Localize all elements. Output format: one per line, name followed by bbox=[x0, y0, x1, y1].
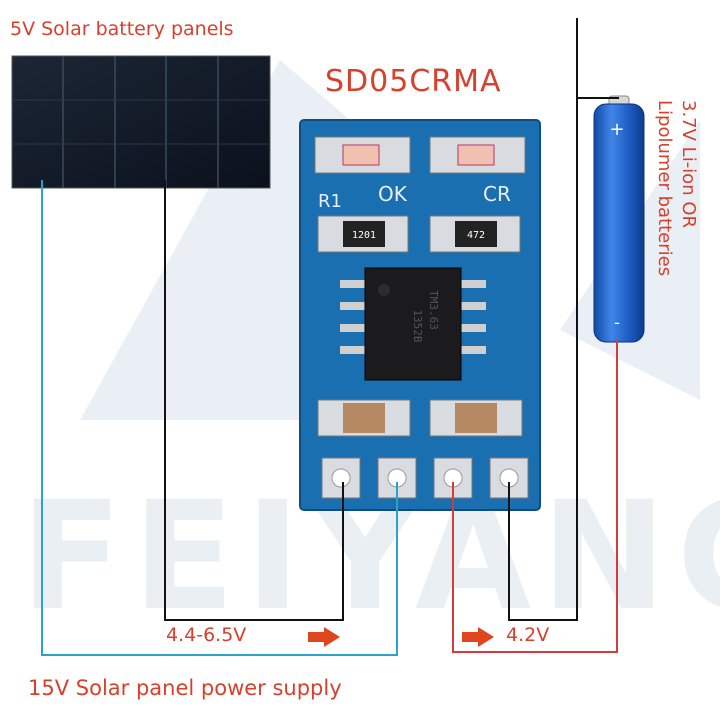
power-supply-label: 15V Solar panel power supply bbox=[28, 676, 342, 700]
arrow-input-icon bbox=[308, 627, 340, 647]
capacitor-right bbox=[429, 399, 523, 437]
resistor-472-code: 472 bbox=[467, 230, 485, 241]
module-name-label: SD05CRMA bbox=[325, 64, 502, 99]
input-voltage-label: 4.4-6.5V bbox=[166, 624, 247, 646]
chip-marking-1: TM3.63 bbox=[427, 290, 440, 330]
battery-label-line2: Lipolumer batteries bbox=[654, 100, 675, 277]
led-cr bbox=[429, 136, 526, 174]
wire-panel-positive bbox=[41, 180, 398, 656]
output-voltage-label: 4.2V bbox=[506, 624, 550, 646]
ic-chip: TM3.63 1352B bbox=[340, 267, 486, 381]
solar-panel bbox=[11, 55, 271, 189]
led-ok-label: OK bbox=[378, 182, 408, 206]
wire-battery-negative bbox=[452, 340, 618, 653]
wire-battery-positive bbox=[508, 18, 619, 621]
resistor-1201-code: 1201 bbox=[352, 230, 376, 241]
led-ok bbox=[314, 136, 411, 174]
battery: + - bbox=[593, 95, 645, 343]
battery-label: 3.7V Li-ion OR Lipolumer batteries bbox=[652, 100, 700, 276]
charger-board: OK CR R1 1201 472 TM3.63 1352B bbox=[299, 119, 541, 511]
battery-plus-sign: + bbox=[609, 119, 624, 140]
resistor-1201: 1201 bbox=[317, 215, 409, 253]
battery-label-line1: 3.7V Li-ion OR bbox=[678, 100, 699, 229]
battery-minus-sign: - bbox=[614, 313, 620, 332]
led-cr-label: CR bbox=[483, 182, 511, 206]
solar-panel-label: 5V Solar battery panels bbox=[10, 18, 234, 40]
capacitor-left bbox=[317, 399, 411, 437]
wire-panel-negative bbox=[164, 180, 344, 621]
chip-marking-2: 1352B bbox=[411, 309, 424, 342]
arrow-output-icon bbox=[462, 627, 494, 647]
resistor-ref-label: R1 bbox=[318, 191, 342, 212]
resistor-472: 472 bbox=[429, 215, 521, 253]
